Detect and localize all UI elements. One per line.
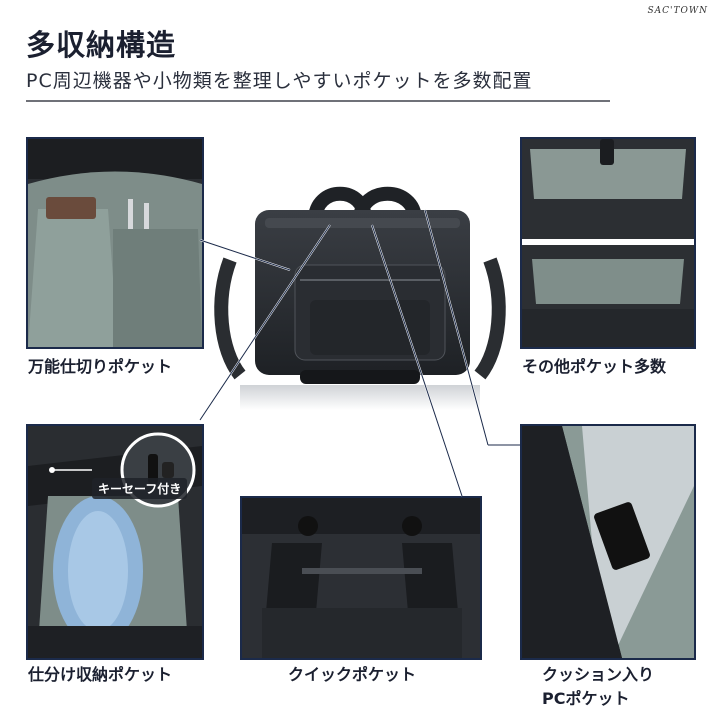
brand-logo: SAC'TOWN [647,6,708,16]
caption-multipurpose-pocket: 万能仕切りポケット [28,357,173,376]
caption-cushion-pc-pocket-line1: クッション入り [542,665,655,684]
page-subtitle: PC周辺機器や小物類を整理しやすいポケットを多数配置 [26,70,533,92]
panel-sorting-pocket [26,424,204,660]
page-title: 多収納構造 [26,28,177,62]
caption-quick-pocket: クイックポケット [288,665,417,684]
key-safe-label: キーセーフ付き [92,478,188,499]
caption-other-pockets: その他ポケット多数 [522,357,667,376]
center-bag-image [214,186,506,410]
caption-cushion-pc-pocket-line2: PCポケット [542,689,630,708]
panel-quick-pocket [240,496,482,660]
quick-pocket-image [242,498,480,658]
other-pockets-image [522,139,694,347]
multipurpose-pocket-image [28,139,202,347]
caption-sorting-pocket: 仕分け収納ポケット [28,665,173,684]
panel-other-pockets [520,137,696,349]
subtitle-underline [26,100,610,102]
panel-multipurpose-pocket [26,137,204,349]
cushion-pc-pocket-image [522,426,694,658]
panel-cushion-pc-pocket [520,424,696,660]
